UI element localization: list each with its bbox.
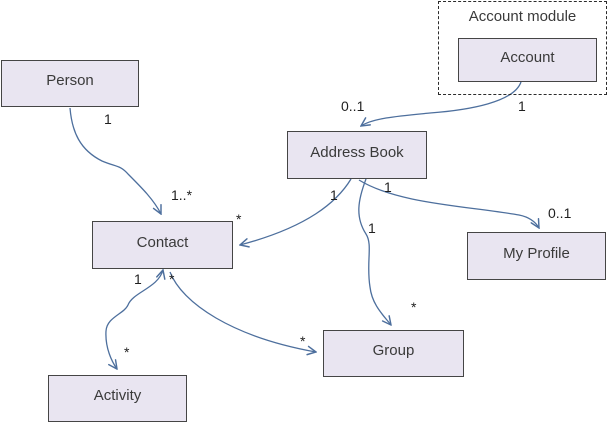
multiplicity-contact-group-target: *	[300, 333, 306, 349]
node-contact: Contact	[92, 221, 233, 269]
edge-addressbook-contact	[240, 178, 352, 245]
node-account-label: Account	[500, 48, 555, 66]
edge-addressbook-myprofile	[358, 179, 539, 228]
multiplicity-contact-group-source: *	[169, 271, 175, 287]
node-my-profile: My Profile	[467, 232, 606, 280]
node-activity-label: Activity	[93, 387, 142, 404]
node-address-book-label: Address Book	[310, 143, 404, 161]
node-address-book: Address Book	[287, 131, 427, 179]
node-person-label: Person	[46, 72, 94, 89]
account-module-title: Account module	[468, 8, 577, 25]
multiplicity-contact-activity-source: 1	[134, 271, 142, 287]
node-group: Group	[323, 330, 464, 377]
edge-account-addressbook	[361, 81, 522, 126]
multiplicity-addressbook-group-target: *	[411, 299, 417, 315]
node-activity: Activity	[48, 375, 187, 422]
account-module-container: Account module	[438, 1, 607, 95]
multiplicity-addressbook-contact-source: 1	[330, 187, 338, 203]
edge-person-contact	[69, 107, 161, 214]
multiplicity-person-contact-target: 1..*	[171, 187, 193, 203]
node-my-profile-label: My Profile	[503, 244, 570, 262]
edge-addressbook-group	[358, 178, 391, 325]
node-person: Person	[1, 60, 139, 107]
edge-contact-activity	[105, 270, 163, 369]
multiplicity-account-addressbook-target: 0..1	[341, 98, 365, 114]
node-account: Account	[458, 38, 597, 82]
node-contact-label: Contact	[136, 233, 189, 251]
multiplicity-contact-activity-target: *	[124, 344, 130, 360]
multiplicity-person-contact-source: 1	[104, 111, 112, 127]
multiplicity-addressbook-contact-target: *	[236, 211, 242, 227]
multiplicity-addressbook-myprofile-source: 1	[384, 179, 392, 195]
multiplicity-addressbook-myprofile-target: 0..1	[548, 205, 572, 221]
multiplicity-account-addressbook-source: 1	[518, 98, 526, 114]
node-group-label: Group	[372, 342, 415, 359]
multiplicity-addressbook-group-source: 1	[368, 220, 376, 236]
edge-contact-group	[169, 271, 316, 352]
